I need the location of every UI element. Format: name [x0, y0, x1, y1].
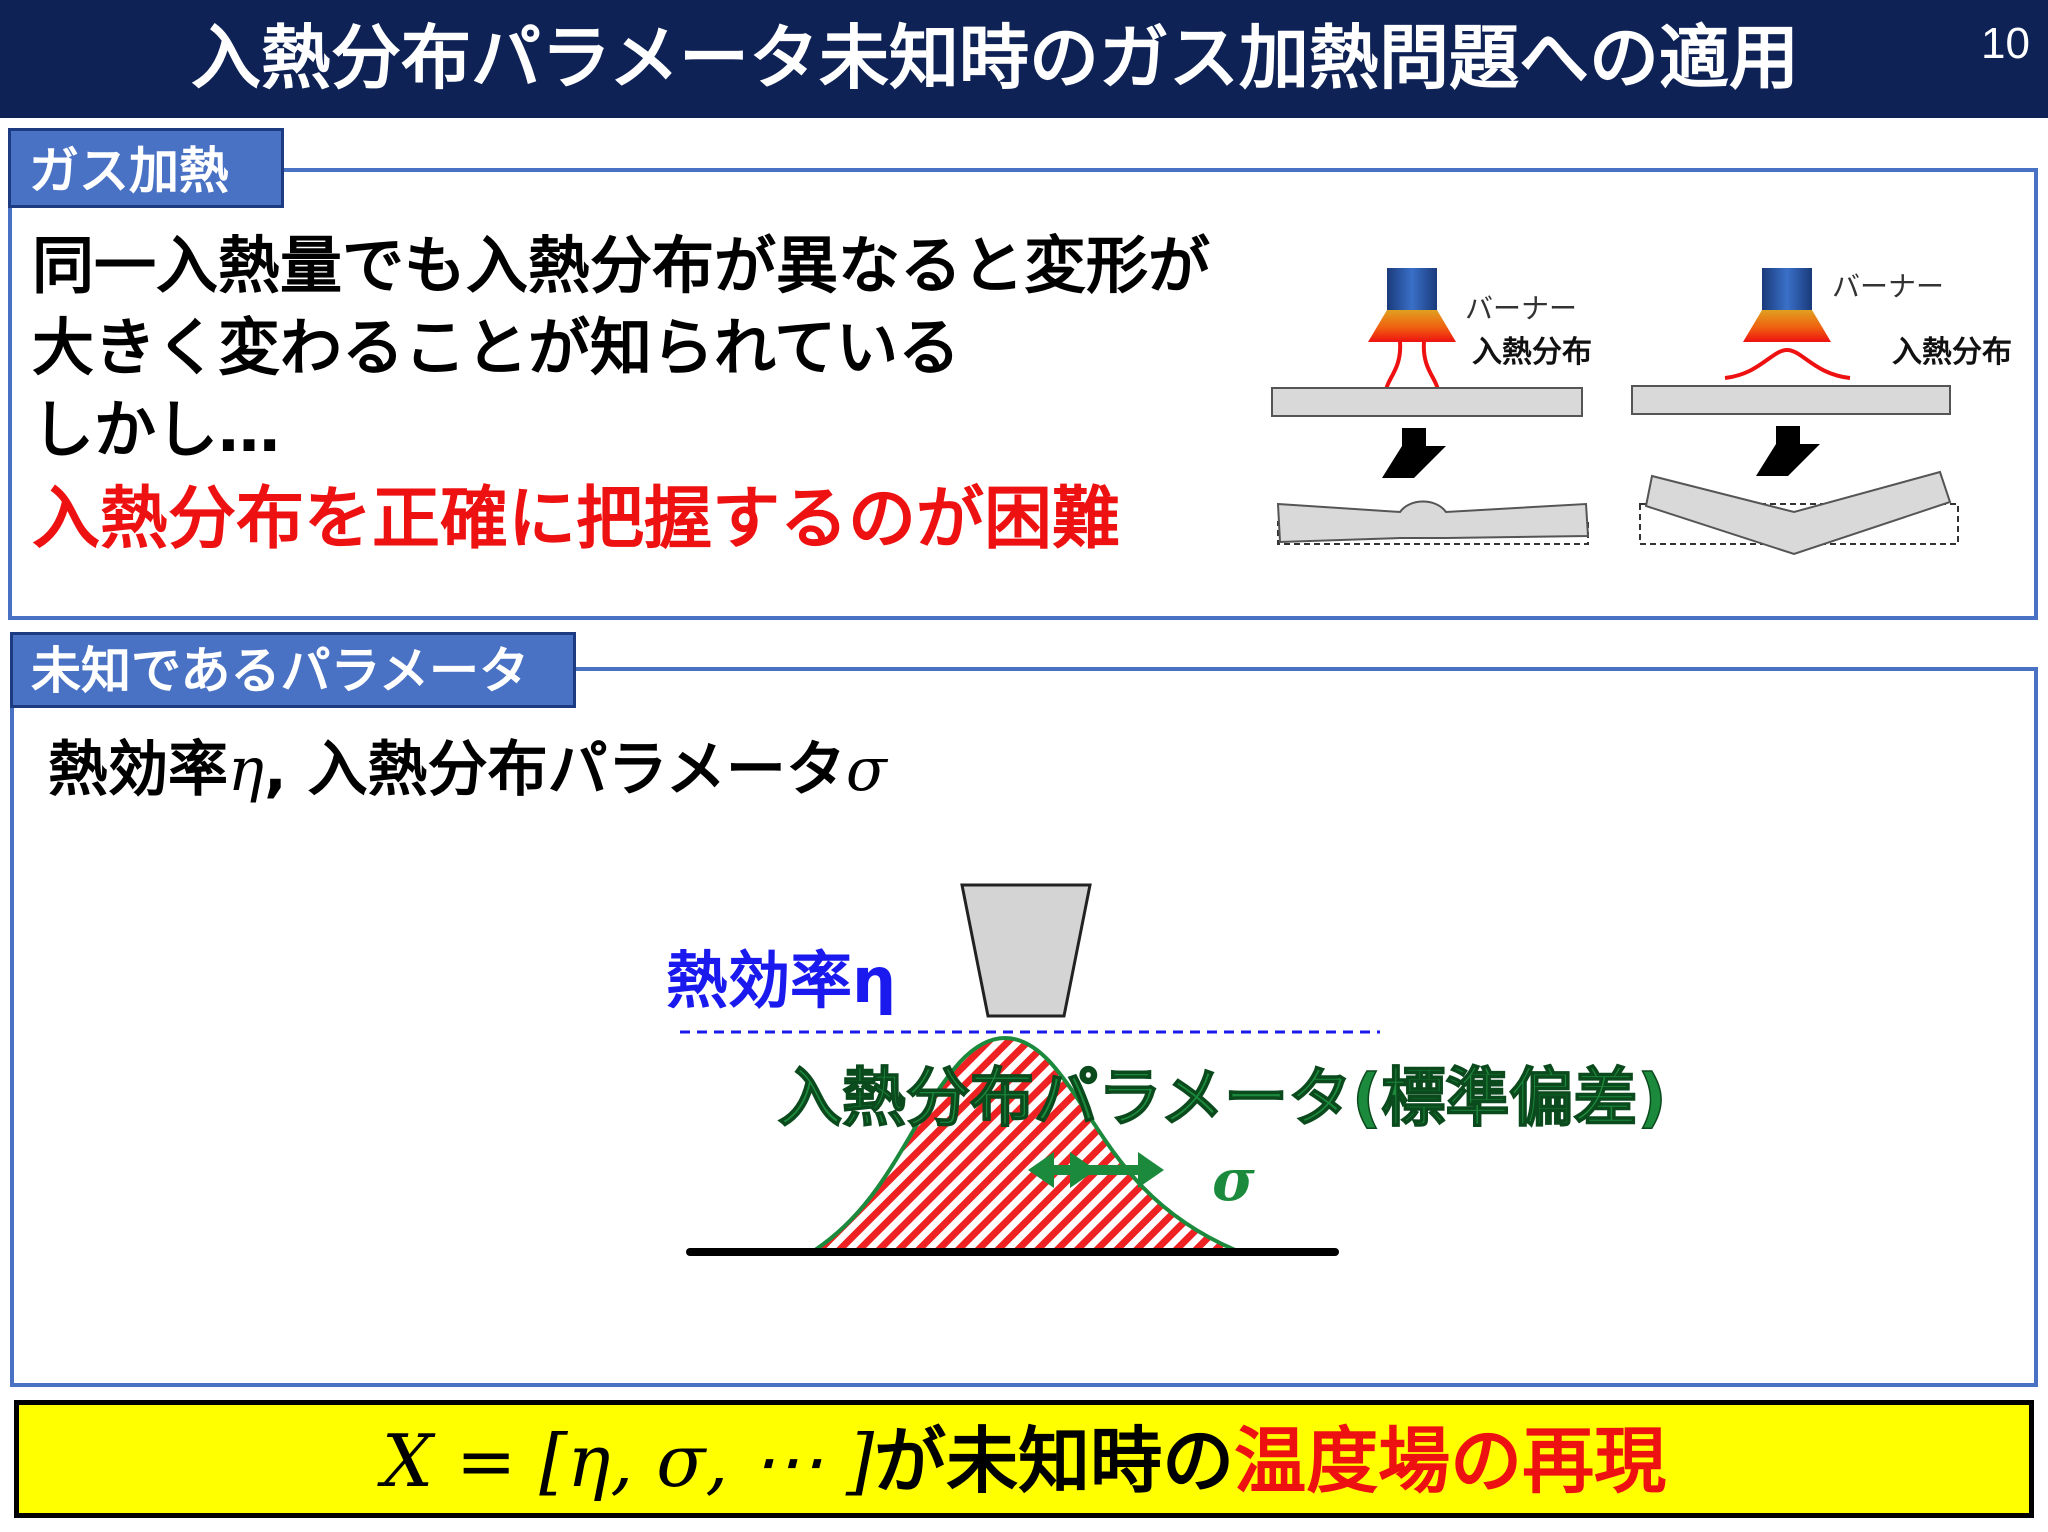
- left-nozzle: [1387, 268, 1437, 310]
- left-burner: [1368, 268, 1456, 342]
- efficiency-label: 熱効率η: [666, 944, 896, 1017]
- distribution-param-label: 入熱分布パラメータ(標準偏差): [778, 1062, 1667, 1136]
- difficulty-statement: 入熱分布を正確に把握するのが困難: [32, 480, 1121, 559]
- nozzle-icon: [960, 883, 1092, 1018]
- burner-deformation-figure: バーナー 入熱分布 バーナー 入熱分布: [1271, 268, 2012, 556]
- left-flame: [1368, 310, 1456, 342]
- heat-distribution-diagram: 熱効率η 入熱分布パラメータ(標準偏差) σ: [666, 883, 1667, 1256]
- right-distribution-label: 入熱分布: [1892, 335, 2012, 370]
- conclusion-box: X = [η, σ, ⋯ ]が未知時の温度場の再現: [14, 1400, 2034, 1518]
- right-wide-distribution: [1724, 347, 1851, 380]
- right-plate: [1631, 385, 1951, 415]
- distribution-param-text: 入熱分布パラメータ: [307, 735, 846, 805]
- sigma-label: σ: [1212, 1146, 1255, 1214]
- page-number: 10: [1981, 19, 2030, 68]
- right-burner-label: バーナー: [1832, 271, 1944, 302]
- left-deformed-plate: [1276, 500, 1590, 544]
- right-original-outline: [1639, 503, 1959, 545]
- efficiency-text: 熱効率: [48, 735, 228, 805]
- left-narrow-distribution: [1384, 341, 1440, 391]
- left-burner-label: バーナー: [1465, 293, 1577, 324]
- slide-title: 入熱分布パラメータ未知時のガス加熱問題への適用: [191, 17, 1799, 99]
- title-bar: 入熱分布パラメータ未知時のガス加熱問題への適用 10: [0, 0, 2048, 118]
- unknown-params-tab: 未知であるパラメータ: [10, 632, 576, 708]
- right-flame: [1743, 310, 1831, 342]
- statement-line-1: 同一入熱量でも入熱分布が異なると変形が: [32, 229, 1211, 302]
- parameter-vector-formula: X = [η, σ, ⋯ ]: [381, 1419, 875, 1503]
- conclusion-highlight: 温度場の再現: [1234, 1419, 1667, 1503]
- conclusion-text: が未知時の: [874, 1419, 1235, 1503]
- right-nozzle: [1762, 268, 1812, 310]
- statement-line-3: しかし…: [32, 393, 281, 466]
- heat-distribution-curve: [808, 1036, 1236, 1252]
- right-down-arrow-icon: [1756, 426, 1820, 476]
- gas-heating-tab: ガス加熱: [8, 128, 284, 208]
- sigma-double-arrow-icon: [1028, 1152, 1164, 1188]
- right-deformed-plate: [1644, 470, 1952, 556]
- param-separator: ,: [263, 735, 308, 805]
- unknown-params-panel: [10, 667, 2038, 1387]
- sigma-symbol: σ: [845, 735, 887, 805]
- conclusion-statement: X = [η, σ, ⋯ ]が未知時の温度場の再現: [19, 1415, 2029, 1507]
- unknown-params-statement: 熱効率η, 入熱分布パラメータσ: [48, 730, 887, 810]
- statement-line-2: 大きく変わることが知られている: [32, 311, 961, 384]
- left-plate: [1271, 387, 1583, 417]
- left-down-arrow-icon: [1382, 428, 1446, 478]
- right-burner: [1743, 268, 1831, 342]
- eta-symbol: η: [228, 735, 264, 805]
- left-distribution-label: 入熱分布: [1472, 335, 1592, 370]
